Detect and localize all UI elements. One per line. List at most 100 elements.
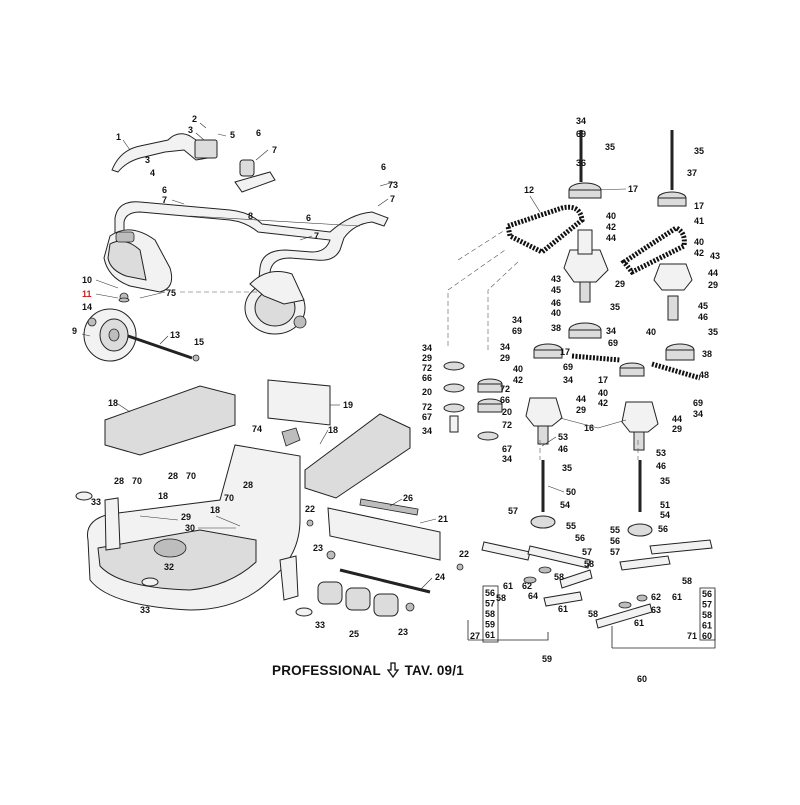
callout-c44c: 44: [576, 394, 586, 404]
callout-c35f: 35: [660, 476, 670, 486]
callout-c58b: 58: [496, 593, 506, 603]
callout-c29a: 29: [615, 279, 625, 289]
mower-deck: [75, 444, 313, 617]
callout-c42b: 42: [694, 248, 704, 258]
callout-c66b: 66: [500, 395, 510, 405]
callout-c34b: 34: [512, 315, 522, 325]
lower-spindle-housings: [525, 397, 659, 451]
kit-right-item: 58: [702, 610, 712, 620]
callout-c69a: 69: [576, 129, 586, 139]
callout-c40e: 40: [513, 364, 523, 374]
callout-c22a: 22: [305, 504, 315, 514]
footer-table-ref: TAV. 09/1: [404, 663, 464, 678]
callout-c29: 29: [181, 512, 191, 522]
callout-c3a: 3: [188, 125, 193, 135]
kit-right-item: 61: [702, 621, 712, 631]
callout-c45b: 45: [698, 301, 708, 311]
callout-c7c: 7: [390, 194, 395, 204]
callout-c57c: 57: [610, 547, 620, 557]
callout-c44b: 44: [708, 268, 718, 278]
center-pulleys: [443, 343, 645, 441]
callout-c18c: 18: [158, 491, 168, 501]
callout-c58a: 58: [584, 559, 594, 569]
kit-boxes: [467, 585, 716, 649]
callout-c25: 25: [349, 629, 359, 639]
callout-c54b: 54: [660, 510, 670, 520]
callout-c55b: 55: [610, 525, 620, 535]
rear-baffle-and-rollers: [306, 498, 464, 617]
callout-c72c: 72: [422, 402, 432, 412]
kit-left-item: 56: [485, 588, 495, 598]
callout-c41: 41: [694, 216, 704, 226]
callout-c26: 26: [403, 493, 413, 503]
callout-c46c: 46: [558, 444, 568, 454]
callout-c28c: 28: [243, 480, 253, 490]
callout-c35d: 35: [708, 327, 718, 337]
callout-c40f: 40: [598, 388, 608, 398]
callout-c17c: 17: [560, 347, 570, 357]
callout-c33c: 33: [315, 620, 325, 630]
callout-c34h: 34: [422, 426, 432, 436]
callout-c43a: 43: [710, 251, 720, 261]
handle-bar-assembly: [111, 133, 276, 193]
callout-c38a: 38: [551, 323, 561, 333]
callout-c73: 73: [388, 180, 398, 190]
callout-c7a: 7: [272, 145, 277, 155]
callout-c14: 14: [82, 302, 92, 312]
callout-c34d: 34: [422, 343, 432, 353]
callout-c29d: 29: [500, 353, 510, 363]
callout-c29e: 29: [576, 405, 586, 415]
callout-c29c: 29: [422, 353, 432, 363]
drive-belts: [505, 204, 701, 381]
callout-c32: 32: [164, 562, 174, 572]
callout-c62b: 62: [651, 592, 661, 602]
callout-c29f: 29: [672, 424, 682, 434]
callout-c40a: 40: [606, 211, 616, 221]
callout-c69c: 69: [608, 338, 618, 348]
callout-c34f: 34: [563, 375, 573, 385]
callout-c72b: 72: [500, 384, 510, 394]
callout-c35c: 35: [610, 302, 620, 312]
callout-c34g: 34: [693, 409, 703, 419]
kit-left-item: 58: [485, 609, 495, 619]
callout-c63: 63: [651, 605, 661, 615]
spindle-left: [563, 130, 609, 339]
callout-c29b: 29: [708, 280, 718, 290]
callout-c5: 5: [230, 130, 235, 140]
callout-c6d: 6: [306, 213, 311, 223]
callout-c58c: 58: [554, 572, 564, 582]
callout-c2: 2: [192, 114, 197, 124]
callout-c15: 15: [194, 337, 204, 347]
callout-c18a: 18: [108, 398, 118, 408]
callout-c46a: 46: [551, 298, 561, 308]
callout-c23a: 23: [313, 543, 323, 553]
kit-left-item: 57: [485, 599, 495, 609]
callout-c45a: 45: [551, 285, 561, 295]
callout-c48: 48: [699, 370, 709, 380]
callout-c67b: 67: [502, 444, 512, 454]
spindle-right: [653, 130, 695, 361]
callout-c18d: 18: [210, 505, 220, 515]
arrow-down-icon: [386, 662, 399, 678]
callout-c35a: 35: [605, 142, 615, 152]
callout-c17b: 17: [694, 201, 704, 211]
callout-c24: 24: [435, 572, 445, 582]
kit-left-item: 59: [485, 620, 495, 630]
front-caster-right: [244, 271, 307, 335]
callout-c44d: 44: [672, 414, 682, 424]
footer-professional: PROFESSIONAL: [272, 663, 381, 678]
callout-c44a: 44: [606, 233, 616, 243]
callout-c72d: 72: [502, 420, 512, 430]
callout-c6c: 6: [162, 185, 167, 195]
kit-right-item: 57: [702, 600, 712, 610]
callout-c60: 60: [637, 674, 647, 684]
kit-right-item: 60: [702, 631, 712, 641]
front-axle-frame: [114, 201, 389, 291]
callout-c57a: 57: [508, 506, 518, 516]
leader-lines: [81, 122, 627, 591]
callout-c50: 50: [566, 487, 576, 497]
